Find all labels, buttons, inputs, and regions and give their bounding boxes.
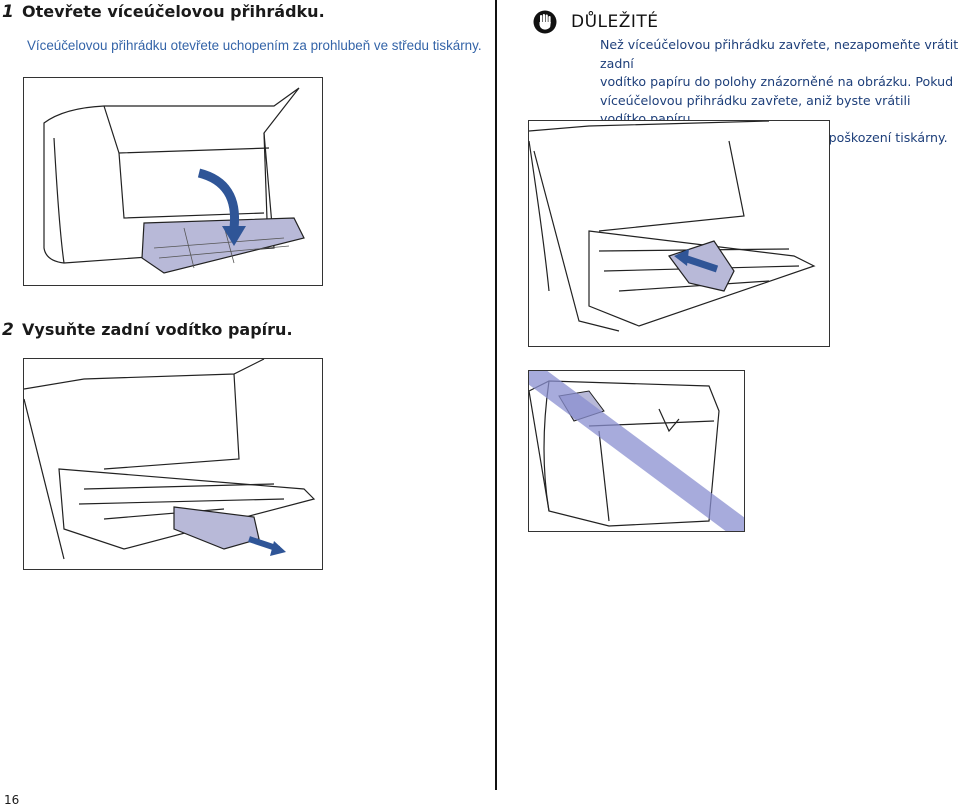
- figure-incorrect-closed-tray: [528, 370, 745, 532]
- cross-out-mark: [529, 371, 744, 531]
- figure-extend-guide: [23, 358, 323, 570]
- stop-hand-icon: [533, 10, 557, 34]
- printer-open-tray-illustration: [43, 87, 305, 274]
- printer-incorrect-illustration: [529, 371, 744, 531]
- printer-correct-position-illustration: [529, 121, 816, 332]
- step-1-title: Otevřete víceúčelovou přihrádku.: [22, 2, 325, 21]
- important-line: vodítko papíru do polohy znázorněné na o…: [600, 74, 954, 89]
- step-1-description: Víceúčelovou přihrádku otevřete uchopení…: [27, 38, 482, 53]
- printer-extend-guide-illustration: [24, 359, 316, 560]
- page-number: 16: [4, 793, 20, 807]
- figure-open-tray: [23, 77, 323, 286]
- column-divider: [495, 0, 497, 790]
- step-2-number: 2: [2, 320, 14, 340]
- step-1-number: 1: [2, 2, 14, 22]
- important-title: DŮLEŽITÉ: [571, 12, 659, 32]
- figure-correct-guide-position: [528, 120, 830, 347]
- step-2-title: Vysuňte zadní vodítko papíru.: [22, 320, 293, 339]
- important-line: Než víceúčelovou přihrádku zavřete, neza…: [600, 37, 959, 71]
